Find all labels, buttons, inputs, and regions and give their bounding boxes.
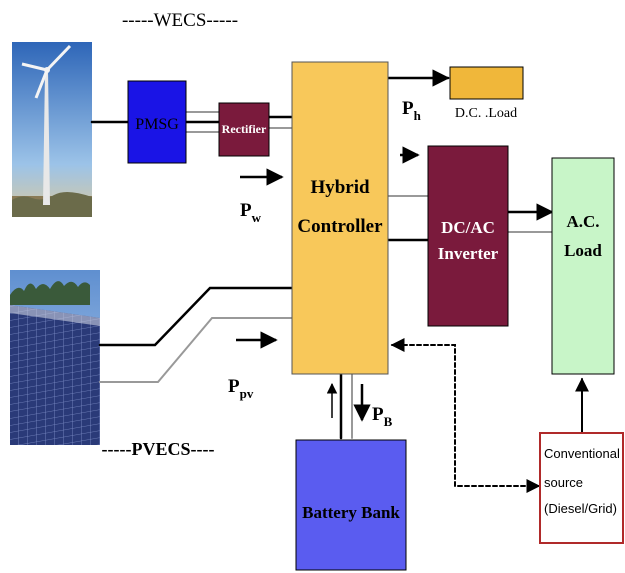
pmsg-label: PMSG xyxy=(135,116,179,133)
pmsg-block: PMSG xyxy=(127,80,187,164)
solar-panel-photo xyxy=(10,270,100,445)
dc-load-block: D.C. .Load xyxy=(449,66,524,121)
power-label-h: Ph xyxy=(402,98,422,123)
connection-lines xyxy=(90,69,589,493)
inverter-label-line2: Inverter xyxy=(438,244,499,263)
conventional-source-block: Conventional source (Diesel/Grid) xyxy=(539,432,624,544)
rectifier-label: Rectifier xyxy=(222,122,267,136)
power-arrows xyxy=(236,146,420,422)
ac-load-label-line1: A.C. xyxy=(566,212,599,231)
conv-label-line2: source xyxy=(544,475,583,490)
wecs-label: -----WECS----- xyxy=(122,10,238,31)
power-label-w: Pw xyxy=(240,200,262,225)
power-label-b: PB xyxy=(372,404,393,429)
ac-load-block: A.C. Load xyxy=(551,157,615,375)
battery-label: Battery Bank xyxy=(302,503,400,522)
rectifier-block: Rectifier xyxy=(218,102,270,157)
wind-turbine-photo xyxy=(12,42,92,217)
conv-label-line1: Conventional xyxy=(544,446,620,461)
inverter-block: DC/AC Inverter xyxy=(427,145,509,327)
pvecs-label: -----PVECS---- xyxy=(102,439,215,459)
conv-label-line3: (Diesel/Grid) xyxy=(544,501,617,516)
inverter-label-line1: DC/AC xyxy=(441,218,495,237)
ac-load-label-line2: Load xyxy=(564,241,602,260)
battery-bank-block: Battery Bank xyxy=(295,439,407,571)
hybrid-label-line2: Controller xyxy=(297,216,383,237)
hybrid-label-line1: Hybrid xyxy=(310,177,370,198)
power-label-pv: Ppv xyxy=(228,376,254,401)
hybrid-controller-block: Hybrid Controller xyxy=(291,61,389,375)
dc-load-label: D.C. .Load xyxy=(455,106,517,121)
